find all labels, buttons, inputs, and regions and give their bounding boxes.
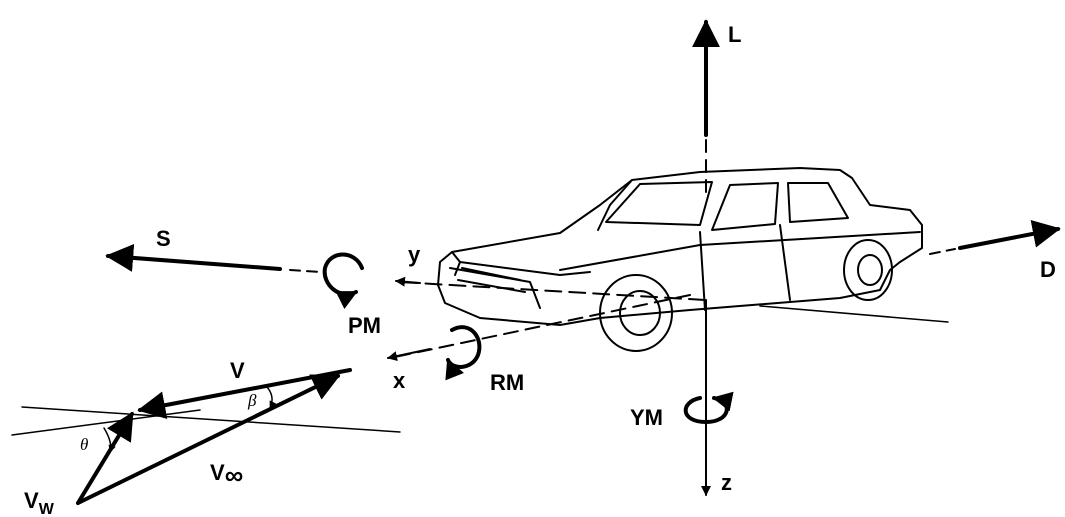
side-force-label: S xyxy=(156,226,171,251)
wind-velocity-sub: W xyxy=(39,501,55,517)
pitch-moment-label: PM xyxy=(348,313,381,338)
horizon-line xyxy=(21,406,401,433)
x-axis-label: x xyxy=(393,368,406,393)
velocity-vector xyxy=(137,368,352,420)
car xyxy=(437,167,923,352)
freestream-vector xyxy=(76,374,341,505)
pitch-moment-arrow xyxy=(322,252,364,309)
beta-arc xyxy=(265,385,277,409)
freestream-label: V∞ xyxy=(210,460,243,490)
wind-velocity-label: VW xyxy=(24,488,55,517)
velocity-triangle xyxy=(11,368,401,505)
yaw-moment-label: YM xyxy=(630,405,663,430)
lift-label: L xyxy=(728,22,741,47)
ground-line xyxy=(759,305,949,323)
horizon-line-2 xyxy=(11,409,201,436)
theta-arc xyxy=(103,427,116,453)
drag-label: D xyxy=(1040,257,1056,282)
y-axis-label: y xyxy=(408,242,421,267)
wind-velocity-vector xyxy=(76,411,134,505)
theta-label: θ xyxy=(80,435,88,454)
roll-moment-arrow xyxy=(445,325,482,381)
roll-moment-label: RM xyxy=(490,370,524,395)
velocity-label: V xyxy=(230,358,245,383)
drag-axis xyxy=(929,220,1061,255)
wind-velocity-base: V xyxy=(24,488,39,513)
freestream-sub: ∞ xyxy=(225,460,244,490)
beta-label: β xyxy=(247,391,257,410)
yaw-moment-arrow xyxy=(683,391,734,424)
side-force-axis xyxy=(105,243,321,273)
freestream-base: V xyxy=(210,460,225,485)
z-axis-label: z xyxy=(721,470,732,495)
x-axis xyxy=(387,294,691,362)
